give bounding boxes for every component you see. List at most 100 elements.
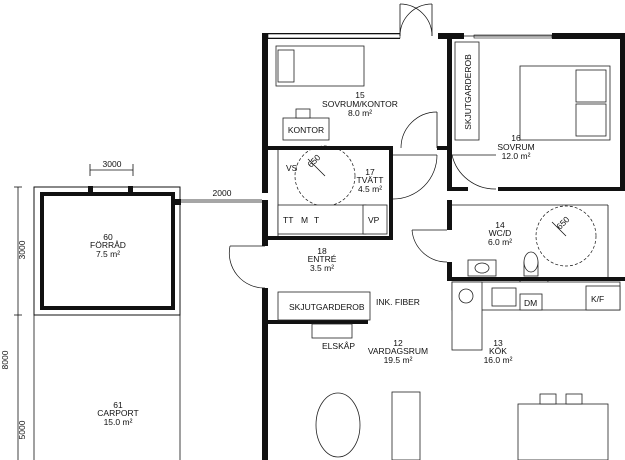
svg-text:12: 12 [393, 338, 403, 348]
room-sovrum: 16 SOVRUM 12.0 m² [497, 133, 534, 161]
living-table [315, 392, 361, 458]
exterior-wall-top-b [438, 33, 464, 39]
living-sofa [391, 391, 421, 460]
wall-tvatt-right [389, 150, 393, 240]
elskap-box [311, 323, 353, 339]
forrad-post-left [88, 186, 93, 195]
kontor-label: KONTOR [288, 125, 324, 135]
doors [229, 3, 549, 306]
exterior-wall-left-upper [262, 33, 268, 193]
room-carport: 61 CARPORT 15.0 m² [97, 400, 138, 427]
outbuilding [33, 186, 262, 460]
wall-below-sovrum-b [498, 187, 625, 191]
room-entre: 18 ENTRÉ 3.5 m² [308, 246, 337, 273]
forrad-post-right [128, 186, 133, 195]
wall-partition-bedrooms [447, 39, 452, 191]
svg-text:TVÄTT: TVÄTT [357, 175, 384, 185]
svg-text:12.0 m²: 12.0 m² [502, 151, 531, 161]
dim-gap: 2000 [213, 188, 232, 198]
dimensions: 3000 2000 3000 8000 5000 [0, 159, 262, 460]
svg-text:FÖRRÅD: FÖRRÅD [90, 240, 126, 250]
ink-fiber-label: INK. FIBER [376, 297, 420, 307]
kitchen-sink [491, 287, 517, 307]
wall-below-kontor-b [437, 146, 451, 150]
svg-text:4.5 m²: 4.5 m² [358, 184, 382, 194]
forrad-outline [33, 186, 181, 316]
exterior-wall-left-mid [262, 200, 268, 246]
svg-text:WC/D: WC/D [489, 228, 512, 238]
wall-below-tvatt [268, 236, 393, 240]
kf-label: K/F [591, 294, 604, 304]
wcd-circle-label: 650 [554, 214, 571, 231]
tvatt-circle-label: 650 [305, 152, 322, 169]
dim-total-height: 8000 [0, 350, 10, 369]
dining-chair-a [539, 393, 557, 405]
exterior-wall-top-c [552, 33, 625, 39]
exterior-wall-right [620, 39, 625, 187]
svg-text:3.5 m²: 3.5 m² [310, 263, 334, 273]
svg-text:SOVRUM: SOVRUM [497, 142, 534, 152]
dim-forrad-width: 3000 [103, 159, 122, 169]
room-labels: 15 SOVRUM/KONTOR 8.0 m² 16 SOVRUM 12.0 m… [90, 90, 535, 427]
window-top-left [267, 33, 401, 39]
tvatt-appliances [277, 204, 367, 235]
entre-wardrobe [277, 291, 371, 321]
room-kok: 13 KÖK 16.0 m² [484, 338, 513, 365]
svg-text:19.5 m²: 19.5 m² [384, 355, 413, 365]
svg-text:6.0 m²: 6.0 m² [488, 237, 512, 247]
kf-box [585, 285, 621, 311]
room-tvatt: 17 TVÄTT 4.5 m² [357, 167, 384, 194]
svg-text:17: 17 [365, 167, 375, 177]
window-top-right [473, 34, 553, 39]
svg-text:16: 16 [511, 133, 521, 143]
svg-text:14: 14 [495, 220, 505, 230]
tt-label: TT [283, 215, 293, 225]
dim-forrad-height: 3000 [17, 240, 27, 259]
kontor-chair [295, 108, 311, 119]
svg-text:7.5 m²: 7.5 m² [96, 249, 120, 259]
vp-label: VP [368, 215, 380, 225]
svg-text:ENTRÉ: ENTRÉ [308, 254, 337, 264]
svg-text:SOVRUM/KONTOR: SOVRUM/KONTOR [322, 99, 398, 109]
forrad-walls [40, 192, 175, 310]
exterior-wall-left-lower [262, 288, 268, 460]
wall-below-kontor [268, 146, 393, 150]
wc-toilet-bowl [523, 251, 539, 273]
walls [262, 33, 625, 460]
furniture: KONTOR SKJUTGARDEROB 650 VS TT M T VP 65… [275, 41, 621, 460]
svg-text:VARDAGSRUM: VARDAGSRUM [368, 346, 428, 356]
svg-text:13: 13 [493, 338, 503, 348]
sovrum-pillow-a [575, 69, 607, 103]
dining-table [517, 403, 609, 460]
svg-text:18: 18 [317, 246, 327, 256]
wall-below-wcd [447, 277, 625, 281]
svg-text:15: 15 [355, 90, 365, 100]
svg-text:CARPORT: CARPORT [97, 408, 138, 418]
room-vardagsrum: 12 VARDAGSRUM 19.5 m² [368, 338, 428, 365]
kontor-pillow [277, 49, 295, 83]
m-label: M [301, 215, 308, 225]
dm-box [519, 293, 543, 311]
kitchen-counter-corner [451, 281, 483, 351]
wcd-turning-circle [535, 205, 597, 267]
wall-wcd-left-a [447, 200, 452, 230]
room-wcd: 14 WC/D 6.0 m² [488, 220, 512, 247]
dining-chair-b [565, 393, 583, 405]
wc-sink-bowl [474, 262, 490, 274]
wall-below-sovrum-a [452, 187, 468, 191]
wall-garderob-entre [268, 320, 368, 324]
svg-text:60: 60 [103, 232, 113, 242]
sovrum-wardrobe [454, 41, 480, 141]
room-sovrum-kontor: 15 SOVRUM/KONTOR 8.0 m² [322, 90, 398, 118]
t-label: T [314, 215, 319, 225]
dim-carport-height: 5000 [17, 420, 27, 439]
skjutgarderob-sovrum-label: SKJUTGARDEROB [463, 54, 473, 130]
sovrum-pillow-b [575, 103, 607, 137]
vp-unit [362, 204, 388, 235]
connector-post [175, 199, 181, 205]
svg-text:8.0 m²: 8.0 m² [348, 108, 372, 118]
elskap-label: ELSKÅP [322, 341, 355, 351]
skjutgarderob-entre-label: SKJUTGARDEROB [289, 302, 365, 312]
svg-text:15.0 m²: 15.0 m² [104, 417, 133, 427]
